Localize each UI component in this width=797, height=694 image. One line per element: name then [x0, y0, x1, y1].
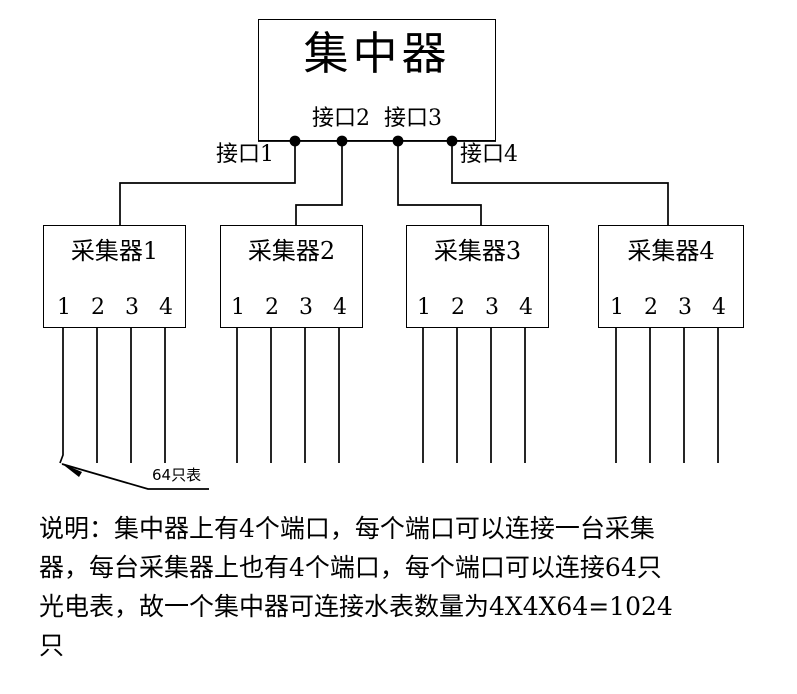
collector-1-port-3: 3 — [125, 295, 139, 320]
collector-title-4: 采集器4 — [627, 237, 715, 265]
port-dot-4 — [446, 135, 458, 147]
collector-4-port-4: 4 — [712, 295, 726, 320]
port-label-1: 接口1 — [216, 142, 274, 167]
collector-3-port-4: 4 — [519, 295, 533, 320]
collector-1-port-1: 1 — [57, 295, 71, 320]
collector-4-port-3: 3 — [678, 295, 692, 320]
collector-ports-3: 1 2 3 4 — [407, 295, 548, 323]
port-label-4: 接口4 — [460, 142, 518, 167]
link-port1 — [119, 141, 296, 225]
collector-box-1[interactable]: 采集器1 1 2 3 4 — [43, 225, 186, 328]
collector-2-port-2: 2 — [265, 295, 279, 320]
concentrator-box[interactable]: 集中器 接口2 接口3 — [258, 19, 496, 141]
collector-title-1: 采集器1 — [70, 237, 159, 265]
concentrator-inner-port-labels: 接口2 接口3 — [259, 106, 495, 132]
port-dot-3 — [392, 135, 404, 147]
collector-box-3[interactable]: 采集器3 1 2 3 4 — [406, 225, 549, 328]
collector-title-2: 采集器2 — [247, 237, 336, 265]
port-label-3: 接口3 — [384, 106, 442, 131]
collector-1-port-2: 2 — [91, 295, 105, 320]
meters-count-label: 64只表 — [152, 466, 202, 484]
collector-2-port-4: 4 — [333, 295, 347, 320]
meters-leader-line — [61, 463, 209, 490]
link-port4 — [451, 141, 669, 225]
collector-2-port-1: 1 — [231, 295, 245, 320]
collector-2-port-3: 3 — [299, 295, 313, 320]
collector-3-port-2: 2 — [451, 295, 465, 320]
note-line-1: 说明：集中器上有4个端口，每个端口可以连接一台采集 — [39, 514, 655, 543]
collector-ports-1: 1 2 3 4 — [44, 295, 185, 323]
concentrator-title: 集中器 — [303, 27, 451, 80]
explanatory-note: 说明：集中器上有4个端口，每个端口可以连接一台采集 器，每台采集器上也有4个端口… — [39, 509, 769, 665]
collector-1-port-4: 4 — [159, 295, 173, 320]
meter-line-c1-p1 — [59, 328, 64, 464]
collector-ports-2: 1 2 3 4 — [221, 295, 362, 323]
link-port3 — [397, 141, 482, 225]
port-dot-1 — [289, 135, 301, 147]
note-line-4: 只 — [39, 631, 65, 660]
note-line-3: 光电表，故一个集中器可连接水表数量为4X4X64=1024 — [39, 592, 673, 621]
note-line-2: 器，每台采集器上也有4个端口，每个端口可以连接64只 — [39, 553, 662, 582]
link-port2 — [295, 141, 343, 225]
meters-arrow-head — [61, 463, 82, 477]
collector-4-port-2: 2 — [644, 295, 658, 320]
collector-box-2[interactable]: 采集器2 1 2 3 4 — [220, 225, 363, 328]
collector-title-3: 采集器3 — [433, 237, 522, 265]
collector-ports-4: 1 2 3 4 — [599, 295, 743, 323]
collector-box-4[interactable]: 采集器4 1 2 3 4 — [598, 225, 744, 328]
collector-4-port-1: 1 — [610, 295, 624, 320]
collector-3-port-1: 1 — [417, 295, 431, 320]
collector-3-port-3: 3 — [485, 295, 499, 320]
port-label-2: 接口2 — [312, 106, 370, 131]
port-dot-2 — [336, 135, 348, 147]
